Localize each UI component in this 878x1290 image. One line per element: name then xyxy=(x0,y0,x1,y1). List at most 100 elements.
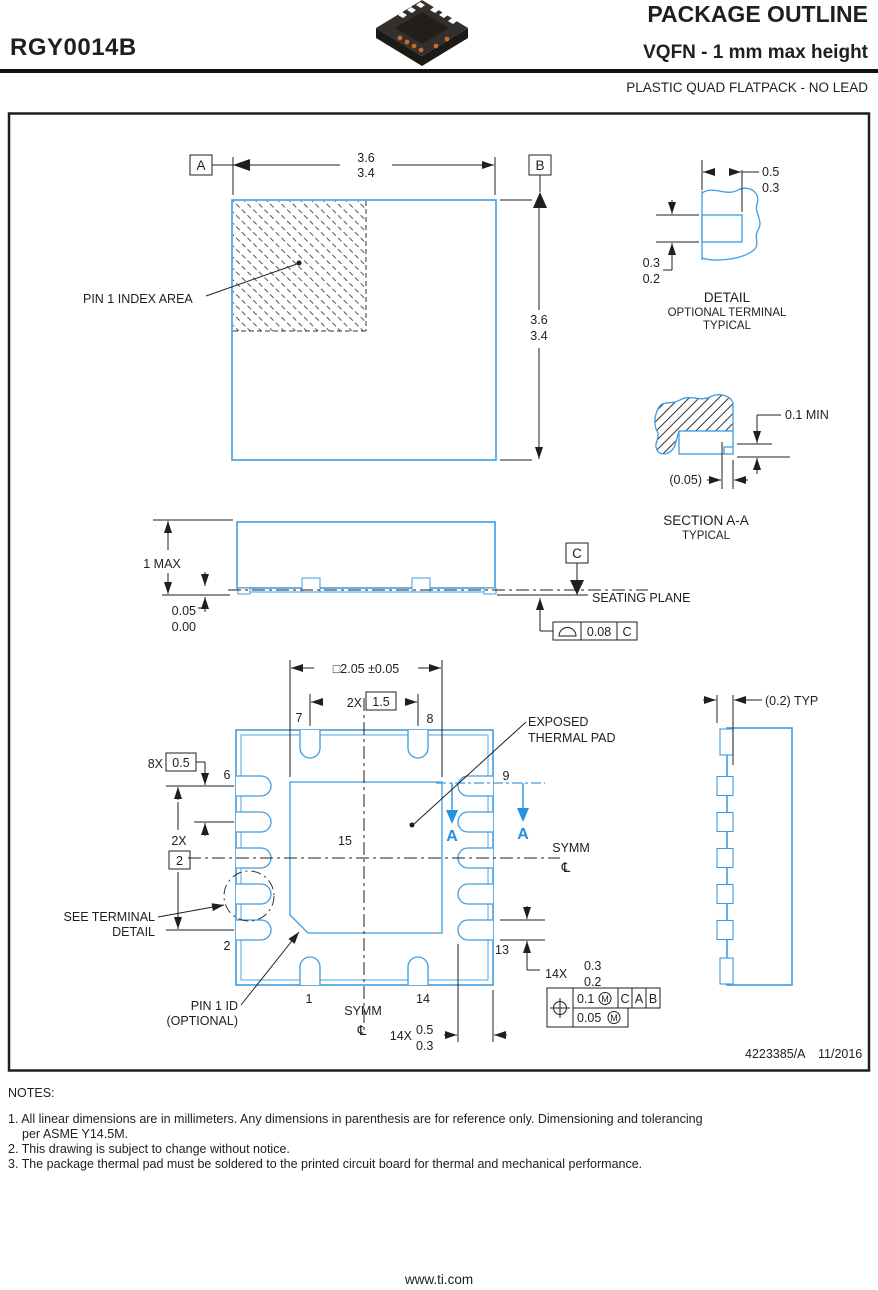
terminal-detail-view: 0.5 0.3 0.3 0.2 DETAIL OPTIONAL TERMINAL… xyxy=(643,160,787,332)
chip-pads xyxy=(397,35,450,53)
see-terminal-callout: SEE TERMINAL DETAIL xyxy=(64,903,225,939)
dim-height-min: 3.4 xyxy=(530,329,547,343)
dim-lead-pitch-count: 8X xyxy=(148,757,164,771)
exposed-pad-callout: EXPOSED THERMAL PAD xyxy=(409,715,616,828)
position-tol-value-2: 0.05 xyxy=(577,1011,601,1025)
top-view: 3.6 3.4 A B 3.6 3.4 PIN 1 INDEX AREA xyxy=(83,151,552,461)
dim-width-max: 3.6 xyxy=(357,151,374,165)
pin-7-label: 7 xyxy=(296,711,303,725)
dim-width-min: 3.4 xyxy=(357,166,374,180)
detail-terminal xyxy=(701,214,743,243)
width-dimension: 3.6 3.4 xyxy=(212,151,496,195)
datum-b-arrow xyxy=(533,192,547,208)
pin-6-label: 6 xyxy=(224,768,231,782)
section-cut-line: A A xyxy=(436,782,545,845)
section-label-a1: A xyxy=(446,828,458,845)
flatness-symbol xyxy=(558,627,577,637)
pitch-dimension: 2X 1.5 xyxy=(309,691,419,726)
pin-13-label: 13 xyxy=(495,943,509,957)
drawing-date: 11/2016 xyxy=(818,1047,862,1061)
dim-pitch-count: 2X xyxy=(347,696,363,710)
symm-label-right: SYMM xyxy=(552,841,590,855)
lead-width-dimension: 14X 0.3 0.2 xyxy=(500,906,601,989)
flatness-frame: 0.08 C xyxy=(536,598,638,641)
section-aa-view: 0.1 MIN (0.05) SECTION A-A TYPICAL xyxy=(654,394,829,542)
technical-drawing-canvas: 3.6 3.4 A B 3.6 3.4 PIN 1 INDEX AREA xyxy=(7,112,871,1072)
dim-pitch-value: 1.5 xyxy=(372,695,389,709)
symm-label-bottom: SYMM xyxy=(344,1004,382,1018)
section-ref-dimension: (0.05) xyxy=(669,442,748,489)
profile-body xyxy=(726,727,793,986)
dim-standoff-min: 0.00 xyxy=(172,620,196,634)
package-type-label: PLASTIC QUAD FLATPACK - NO LEAD xyxy=(626,80,868,95)
detail-top-dimension: 0.5 0.3 xyxy=(701,160,779,212)
dim-height-max-label: 1 MAX xyxy=(143,557,181,571)
chip-die-area xyxy=(395,12,449,44)
dim-lead-width-min: 0.2 xyxy=(584,975,601,989)
pitch-basic-box xyxy=(365,691,397,711)
note-1-line-2: per ASME Y14.5M. xyxy=(22,1127,129,1141)
pin1-id-label-1: PIN 1 ID xyxy=(191,999,238,1013)
section-label-a2: A xyxy=(517,826,529,843)
detail-dim-left-min: 0.2 xyxy=(643,272,660,286)
chip-lead-notches xyxy=(398,2,457,24)
mmc-symbol-circle-1 xyxy=(598,992,612,1005)
datum-c-arrow xyxy=(570,580,584,595)
centerline-symbol-right: ℄ xyxy=(561,860,571,875)
span-basic-box xyxy=(168,850,191,870)
exposed-thermal-pad-outline xyxy=(289,781,443,934)
tol-datum-a: A xyxy=(635,992,644,1006)
section-arrow-right xyxy=(517,808,529,822)
note-1-line-1: 1. All linear dimensions are in millimet… xyxy=(8,1112,703,1126)
bottom-view: A A SYMM ℄ SYMM ℄ □2.05 ±0.05 2X 1.5 8X xyxy=(64,660,661,1053)
lead-pitch-dimension: 8X 0.5 xyxy=(148,752,234,836)
detail-dim-top-max: 0.5 xyxy=(762,165,779,179)
section-subtitle: TYPICAL xyxy=(682,530,731,542)
lead-length-dimension: 14X 0.5 0.3 xyxy=(390,944,507,1053)
dim-standoff-max: 0.05 xyxy=(172,604,196,618)
datum-a-label: A xyxy=(196,158,205,173)
dim-pad-size: □2.05 ±0.05 xyxy=(333,662,400,676)
standoff-dimension: 0.05 0.00 xyxy=(172,572,209,634)
dim-height-max: 3.6 xyxy=(530,313,547,327)
datum-b-label: B xyxy=(535,158,544,173)
side-view: 1 MAX 0.05 0.00 C SEATING PLANE 0.08 C xyxy=(143,519,690,641)
centerline-symbol-bottom: ℄ xyxy=(357,1023,367,1038)
detail-subtitle-2: TYPICAL xyxy=(703,320,752,332)
terminal-pads xyxy=(236,730,493,985)
part-number: RGY0014B xyxy=(10,34,137,61)
detail-title: DETAIL xyxy=(704,290,751,305)
pin-9-label: 9 xyxy=(503,769,510,783)
vqfn-chip-3d-icon xyxy=(376,0,468,66)
chip-body-side xyxy=(376,28,468,66)
flatness-datum: C xyxy=(622,625,631,639)
pin1-id-label-2: (OPTIONAL) xyxy=(166,1014,238,1028)
datum-a-arrow xyxy=(233,159,250,171)
height-max-dimension: 1 MAX xyxy=(143,519,233,594)
side-body xyxy=(236,521,496,589)
height-dimension: B 3.6 3.4 xyxy=(500,154,552,461)
profile-terminals xyxy=(716,728,734,985)
notes-heading: NOTES: xyxy=(8,1086,55,1100)
mmc-symbol-2: M xyxy=(610,1013,618,1023)
note-3: 3. The package thermal pad must be solde… xyxy=(8,1157,643,1171)
pad-size-dimension: □2.05 ±0.05 xyxy=(289,660,443,777)
pin-15-pad-label-14: 14 xyxy=(416,992,430,1006)
detail-dim-left-max: 0.3 xyxy=(643,256,660,270)
dim-lead-width-count: 14X xyxy=(545,967,568,981)
dim-lead-width-max: 0.3 xyxy=(584,959,601,973)
section-terminal xyxy=(678,430,734,455)
see-terminal-label-1: SEE TERMINAL xyxy=(64,910,156,924)
section-arrow-left xyxy=(446,810,458,824)
detail-dim-top-min: 0.3 xyxy=(762,181,779,195)
terminal-detail-circle xyxy=(223,870,275,922)
dim-lead-length-max: 0.5 xyxy=(416,1023,433,1037)
exposed-pad-label-1: EXPOSED xyxy=(528,715,588,729)
pin1-index-label: PIN 1 INDEX AREA xyxy=(83,292,193,306)
drawing-frame xyxy=(7,112,871,1072)
note-2: 2. This drawing is subject to change wit… xyxy=(8,1142,290,1156)
pin-8-label: 8 xyxy=(427,712,434,726)
mmc-symbol-circle-2 xyxy=(607,1011,621,1024)
header-divider xyxy=(0,69,878,73)
pin1-index-hatch xyxy=(233,201,366,331)
